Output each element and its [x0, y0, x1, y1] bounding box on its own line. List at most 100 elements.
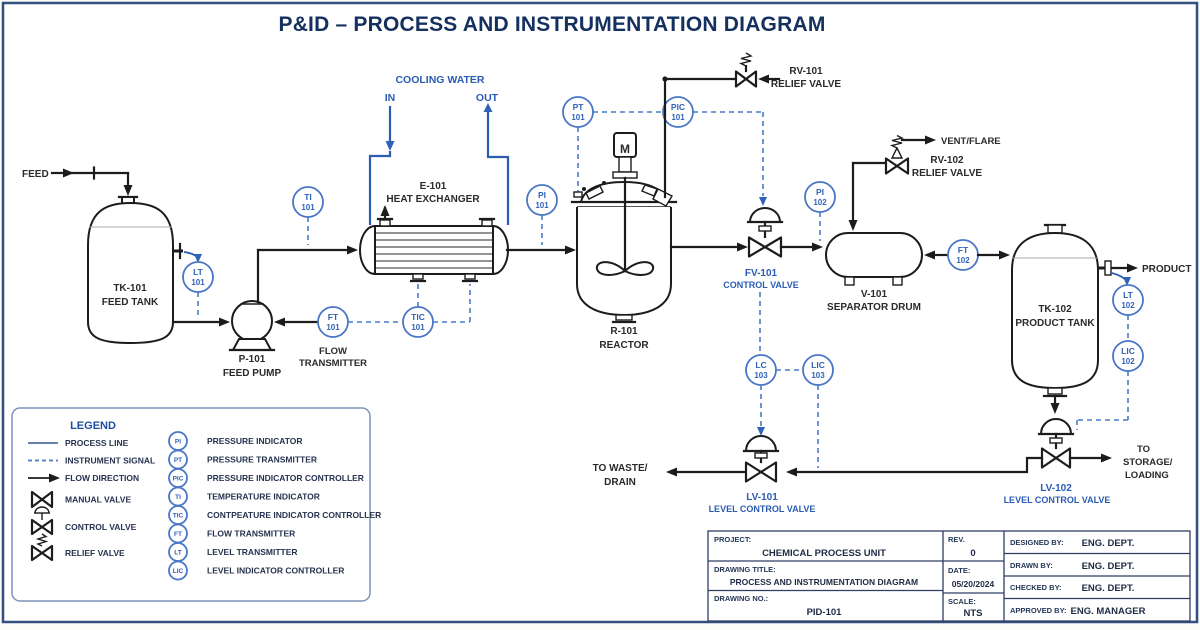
- p101-name-label: FEED PUMP: [223, 368, 282, 379]
- feed-tank-tk101: TK-101 FEED TANK: [87, 195, 183, 345]
- legend-bubble-label-7: LEVEL INDICATOR CONTROLLER: [207, 566, 344, 576]
- r101-tag-label: R-101: [610, 326, 638, 337]
- tk102-tag-label: TK-102: [1038, 304, 1072, 315]
- spring-icon: [738, 52, 753, 67]
- control-valve-fv101: FV-101 CONTROL VALVE: [669, 207, 823, 290]
- pi102-num: 102: [813, 198, 827, 207]
- drawn-by-value: ENG. DEPT.: [1082, 561, 1135, 572]
- flow-arrow-icon: [737, 242, 748, 252]
- ft101-caption1: FLOW: [319, 346, 347, 357]
- page-title: P&ID – PROCESS AND INSTRUMENTATION DIAGR…: [278, 13, 825, 36]
- lc103-num: 103: [754, 371, 768, 380]
- legend-bubble-tag-4: TIC: [173, 513, 184, 520]
- project-label: PROJECT:: [714, 535, 751, 544]
- designed-by-label: DESIGNED BY:: [1010, 538, 1064, 547]
- designed-by-value: ENG. DEPT.: [1082, 538, 1135, 549]
- signal-arrow-icon: [1123, 277, 1131, 286]
- flow-arrow-icon: [848, 220, 858, 231]
- control-valve-icon: [34, 506, 50, 514]
- checked-by-label: CHECKED BY:: [1010, 583, 1062, 592]
- lt102-tag: LT: [1123, 290, 1134, 300]
- tk102-name-label: PRODUCT TANK: [1015, 318, 1095, 329]
- legend-line-label-4: CONTROL VALVE: [65, 522, 137, 532]
- reactor-r101: M R-101 REACTOR: [570, 132, 678, 351]
- actuator-diaphragm: [745, 435, 777, 452]
- pi102-tag: PI: [816, 187, 824, 197]
- motor-label: M: [620, 142, 630, 156]
- reactor-nozzle: [652, 188, 673, 207]
- ft102-tag: FT: [958, 245, 969, 255]
- cooling-water-label: COOLING WATER: [395, 74, 484, 86]
- fv101-name-label: CONTROL VALVE: [723, 280, 799, 290]
- flow-arrow-icon: [274, 317, 285, 327]
- instrument-ti101: TI 101: [292, 186, 324, 245]
- scale-value: NTS: [964, 608, 983, 619]
- feed-stream: FEED: [22, 166, 133, 196]
- rv101-tag-label: RV-101: [789, 66, 823, 77]
- legend-line-label-3: MANUAL VALVE: [65, 495, 131, 505]
- flow-arrow-icon: [758, 74, 769, 84]
- approved-by-label: APPROVED BY:: [1010, 606, 1067, 615]
- lv102-tag-label: LV-102: [1040, 483, 1072, 494]
- ft101-caption2: TRANSMITTER: [299, 358, 367, 369]
- flow-arrow-icon: [1127, 263, 1138, 273]
- approved-by-value: ENG. MANAGER: [1071, 606, 1146, 617]
- ft101-tag: FT: [328, 312, 339, 322]
- legend-bubble-tag-5: FT: [174, 531, 182, 538]
- title-block: PROJECT: CHEMICAL PROCESS UNIT DRAWING T…: [707, 530, 1191, 622]
- legend-line-label-2: FLOW DIRECTION: [65, 473, 139, 483]
- legend-line-label-1: INSTRUMENT SIGNAL: [65, 456, 155, 466]
- instrument-lic103: LIC 103: [802, 354, 834, 468]
- pic101-tag: PIC: [671, 102, 685, 112]
- legend-bubble-label-1: PRESSURE TRANSMITTER: [207, 455, 317, 465]
- control-valve-icon: [30, 518, 44, 536]
- lv101-name-label: LEVEL CONTROL VALVE: [709, 504, 816, 514]
- date-label: DATE:: [948, 566, 970, 575]
- lv101-tag-label: LV-101: [746, 492, 778, 503]
- pi101-tag: PI: [538, 190, 546, 200]
- lic102-num: 102: [1121, 357, 1135, 366]
- v101-name-label: SEPARATOR DRUM: [827, 302, 921, 313]
- signal-arrow-icon: [757, 427, 765, 436]
- storage-label-2: STORAGE/: [1123, 457, 1173, 468]
- actuator-diaphragm: [1040, 418, 1072, 435]
- lt102-num: 102: [1121, 301, 1135, 310]
- control-valve-icon: [40, 518, 54, 536]
- legend-bubble-label-3: TEMPERATURE INDICATOR: [207, 492, 320, 502]
- flow-arrow-icon: [786, 467, 797, 477]
- flow-arrow-icon: [925, 135, 936, 145]
- separator-drum-v101: V-101 SEPARATOR DRUM: [825, 232, 923, 313]
- storage-label-3: LOADING: [1125, 470, 1169, 481]
- control-valve-lv101: TO WASTE/ DRAIN LV-101 LEVEL CONTROL VAL…: [593, 435, 1044, 514]
- project-value: CHEMICAL PROCESS UNIT: [762, 548, 886, 559]
- flow-arrow-icon: [1101, 453, 1112, 463]
- rev-value: 0: [970, 548, 975, 559]
- flow-arrow-icon: [812, 242, 823, 252]
- rv102-tag-label: RV-102: [930, 155, 964, 166]
- rv101-name-label: RELIEF VALVE: [771, 79, 842, 90]
- signal-arrow-icon: [194, 254, 202, 263]
- pic101-num: 101: [671, 113, 685, 122]
- tic101-num: 101: [411, 323, 425, 332]
- vent-arrow-icon: [380, 205, 390, 216]
- ti101-tag: TI: [304, 192, 312, 202]
- flow-arrow-icon: [49, 473, 60, 483]
- signal-arrow-icon: [759, 197, 767, 206]
- e101-tag-label: E-101: [420, 181, 447, 192]
- relief-valve-icon: [35, 533, 49, 547]
- control-valve-lv102: TO STORAGE/ LOADING LV-102 LEVEL CONTROL…: [1004, 387, 1173, 505]
- lv102-name-label: LEVEL CONTROL VALVE: [1004, 495, 1111, 505]
- drawing-no-label: DRAWING NO.:: [714, 594, 768, 603]
- tk101-tag-label: TK-101: [113, 283, 147, 294]
- scale-label: SCALE:: [948, 597, 976, 606]
- product-label: PRODUCT: [1142, 264, 1191, 275]
- instrument-pic101: PIC 101: [593, 96, 767, 206]
- manual-valve-icon: [30, 490, 44, 509]
- legend-line-label-0: PROCESS LINE: [65, 438, 129, 448]
- drawing-title-value: PROCESS AND INSTRUMENTATION DIAGRAM: [730, 577, 918, 587]
- ft101-num: 101: [326, 323, 340, 332]
- product-tank-tk102: TK-102 PRODUCT TANK PRODUCT: [1011, 223, 1191, 390]
- tk101-name-label: FEED TANK: [102, 297, 159, 308]
- ti101-num: 101: [301, 203, 315, 212]
- legend-bubble-label-4: CONTPEATURE INDICATOR CONTROLLER: [207, 510, 381, 520]
